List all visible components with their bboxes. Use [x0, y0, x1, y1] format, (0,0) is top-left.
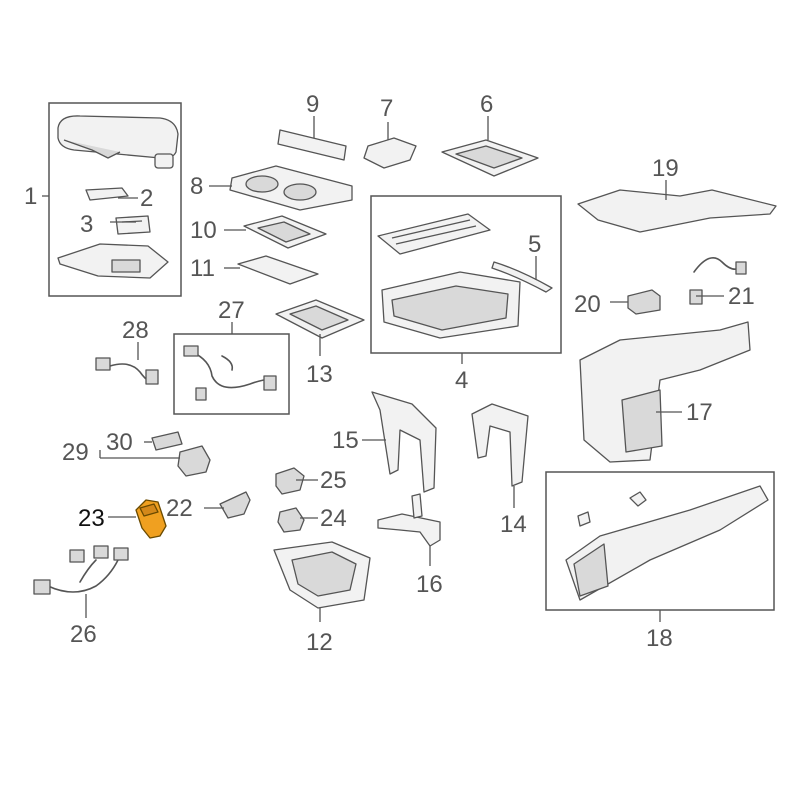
callout-6: 6 [480, 91, 493, 118]
callout-24: 24 [320, 505, 347, 532]
part-1-armrest-lid [57, 115, 179, 169]
part-3-bracket [115, 215, 151, 235]
part-30-switch [151, 431, 183, 451]
part-22-connector [219, 491, 251, 519]
callout-27: 27 [218, 297, 245, 324]
part-11-mat [237, 255, 319, 285]
part-25-switch [275, 467, 305, 495]
part-5-trim-strip [491, 261, 553, 293]
part-16-bracket [377, 493, 441, 547]
part-26-harness [33, 545, 129, 595]
part-20-connector [627, 289, 661, 315]
part-24-socket [277, 507, 305, 533]
part-27-harness [183, 345, 277, 401]
callout-9: 9 [306, 91, 319, 118]
group-box-4 [370, 195, 562, 354]
part-29-switch [177, 445, 211, 477]
part-2-hinge [85, 187, 129, 201]
callout-26: 26 [70, 621, 97, 648]
callout-10: 10 [190, 217, 217, 244]
callout-15: 15 [332, 427, 359, 454]
part-1-base-tray [57, 243, 169, 279]
part-28-harness [95, 357, 159, 385]
part-4-bin [381, 271, 521, 339]
callout-18: 18 [646, 625, 673, 652]
callout-5: 5 [528, 231, 541, 258]
part-9-insert [277, 129, 347, 161]
callout-7: 7 [380, 95, 393, 122]
callout-14: 14 [500, 511, 527, 538]
callout-2: 2 [140, 185, 153, 212]
callout-4: 4 [455, 367, 468, 394]
part-12-pocket [273, 541, 371, 609]
callout-3: 3 [80, 211, 93, 238]
callout-29: 29 [62, 439, 89, 466]
callout-30: 30 [106, 429, 133, 456]
part-14-brace [471, 403, 529, 487]
callout-19: 19 [652, 155, 679, 182]
part-19-bracket [577, 189, 777, 233]
callout-8: 8 [190, 173, 203, 200]
part-21-harness [689, 256, 747, 305]
callout-12: 12 [306, 629, 333, 656]
callout-1: 1 [24, 183, 37, 210]
callout-labels: 1 2 3 4 5 6 7 8 9 10 11 12 13 14 15 16 1… [24, 91, 755, 656]
callout-11: 11 [190, 255, 215, 282]
callout-20: 20 [574, 291, 601, 318]
part-6-tray [441, 139, 539, 177]
part-7-switch [363, 137, 417, 169]
callout-16: 16 [416, 571, 443, 598]
callout-25: 25 [320, 467, 347, 494]
part-10-mat [243, 215, 327, 249]
callout-17: 17 [686, 399, 713, 426]
callout-22: 22 [166, 495, 193, 522]
part-18-side-panel [565, 485, 769, 601]
part-15-brace [371, 391, 437, 493]
part-4-lid-mat [377, 213, 491, 255]
group-box-1 [48, 102, 182, 297]
part-23-usb-port [135, 499, 167, 539]
callout-13: 13 [306, 361, 333, 388]
callout-23: 23 [78, 505, 105, 532]
callout-21: 21 [728, 283, 755, 310]
part-8-cupholder [229, 165, 353, 211]
callout-28: 28 [122, 317, 149, 344]
leader-lines [42, 116, 724, 622]
part-13-bezel [275, 299, 365, 339]
part-17-side-panel [579, 321, 751, 463]
